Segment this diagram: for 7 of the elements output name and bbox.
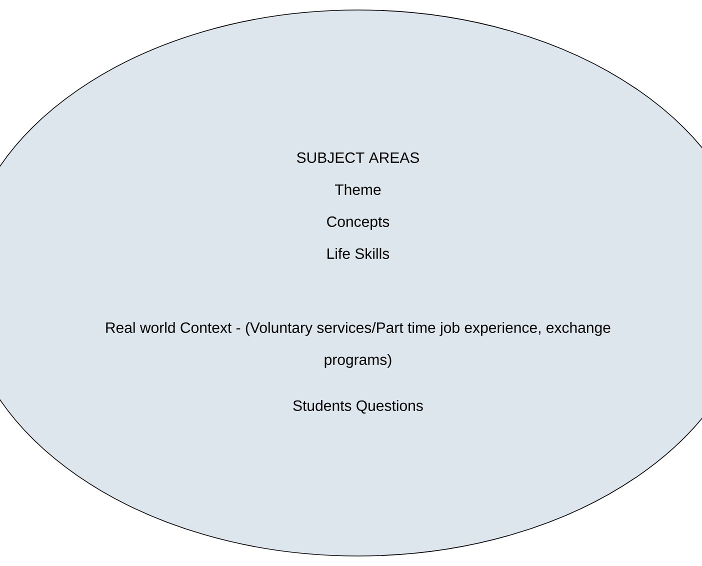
node-text: Real world Context - (Voluntary services/Part time job experience, exchange programs) bbox=[106, 322, 610, 368]
node-text: Concepts bbox=[327, 216, 390, 230]
node-text: Theme bbox=[334, 184, 381, 195]
ellipse-node bbox=[0, 10, 702, 556]
node-text: Students Questions bbox=[293, 400, 423, 414]
node-text: SUBJECT AREAS bbox=[297, 152, 419, 163]
node-text: Life Skills bbox=[328, 248, 390, 259]
